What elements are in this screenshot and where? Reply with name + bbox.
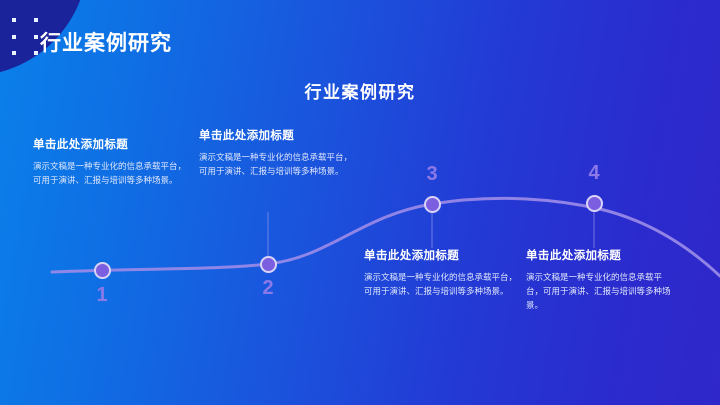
timeline-block-4[interactable]: 单击此处添加标题 演示文稿是一种专业化的信息承载平台，可用于演讲、汇报与培训等多… [526, 247, 678, 312]
timeline-block-1-title: 单击此处添加标题 [33, 139, 129, 151]
timeline-block-3[interactable]: 单击此处添加标题 演示文稿是一种专业化的信息承载平台，可用于演讲、汇报与培训等多… [364, 247, 522, 298]
corner-dot [12, 51, 16, 56]
timeline-block-3-title: 单击此处添加标题 [364, 250, 460, 262]
timeline-block-2-body: 演示文稿是一种专业化的信息承载平台，可用于演讲、汇报与培训等多种场景。 [199, 152, 353, 177]
timeline-number-2: 2 [262, 277, 274, 299]
corner-dot [12, 34, 16, 39]
corner-dot-grid [12, 18, 42, 58]
timeline-node-1[interactable] [94, 262, 111, 279]
timeline-block-2-title: 单击此处添加标题 [199, 130, 295, 142]
timeline-node-2[interactable] [260, 256, 277, 273]
timeline-block-1[interactable]: 单击此处添加标题 演示文稿是一种专业化的信息承载平台，可用于演讲、汇报与培训等多… [33, 136, 191, 187]
timeline-node-4[interactable] [586, 195, 603, 212]
corner-dot [34, 34, 38, 39]
timeline-number-3: 3 [426, 163, 438, 185]
corner-dot [34, 51, 38, 56]
timeline-number-1: 1 [96, 284, 108, 306]
timeline-block-2[interactable]: 单击此处添加标题 演示文稿是一种专业化的信息承载平台，可用于演讲、汇报与培训等多… [199, 127, 357, 178]
timeline-node-3[interactable] [424, 196, 441, 213]
timeline-block-1-body: 演示文稿是一种专业化的信息承载平台，可用于演讲、汇报与培训等多种场景。 [33, 161, 187, 186]
timeline-block-3-body: 演示文稿是一种专业化的信息承载平台，可用于演讲、汇报与培训等多种场景。 [364, 272, 518, 297]
corner-dot [12, 18, 16, 22]
header-title: 行业案例研究 [40, 32, 172, 55]
page-title: 行业案例研究 [304, 83, 416, 102]
timeline-block-4-body: 演示文稿是一种专业化的信息承载平台，可用于演讲、汇报与培训等多种场景。 [526, 272, 671, 311]
timeline-number-4: 4 [588, 162, 600, 184]
corner-dot [34, 18, 38, 22]
timeline-block-4-title: 单击此处添加标题 [526, 250, 622, 262]
